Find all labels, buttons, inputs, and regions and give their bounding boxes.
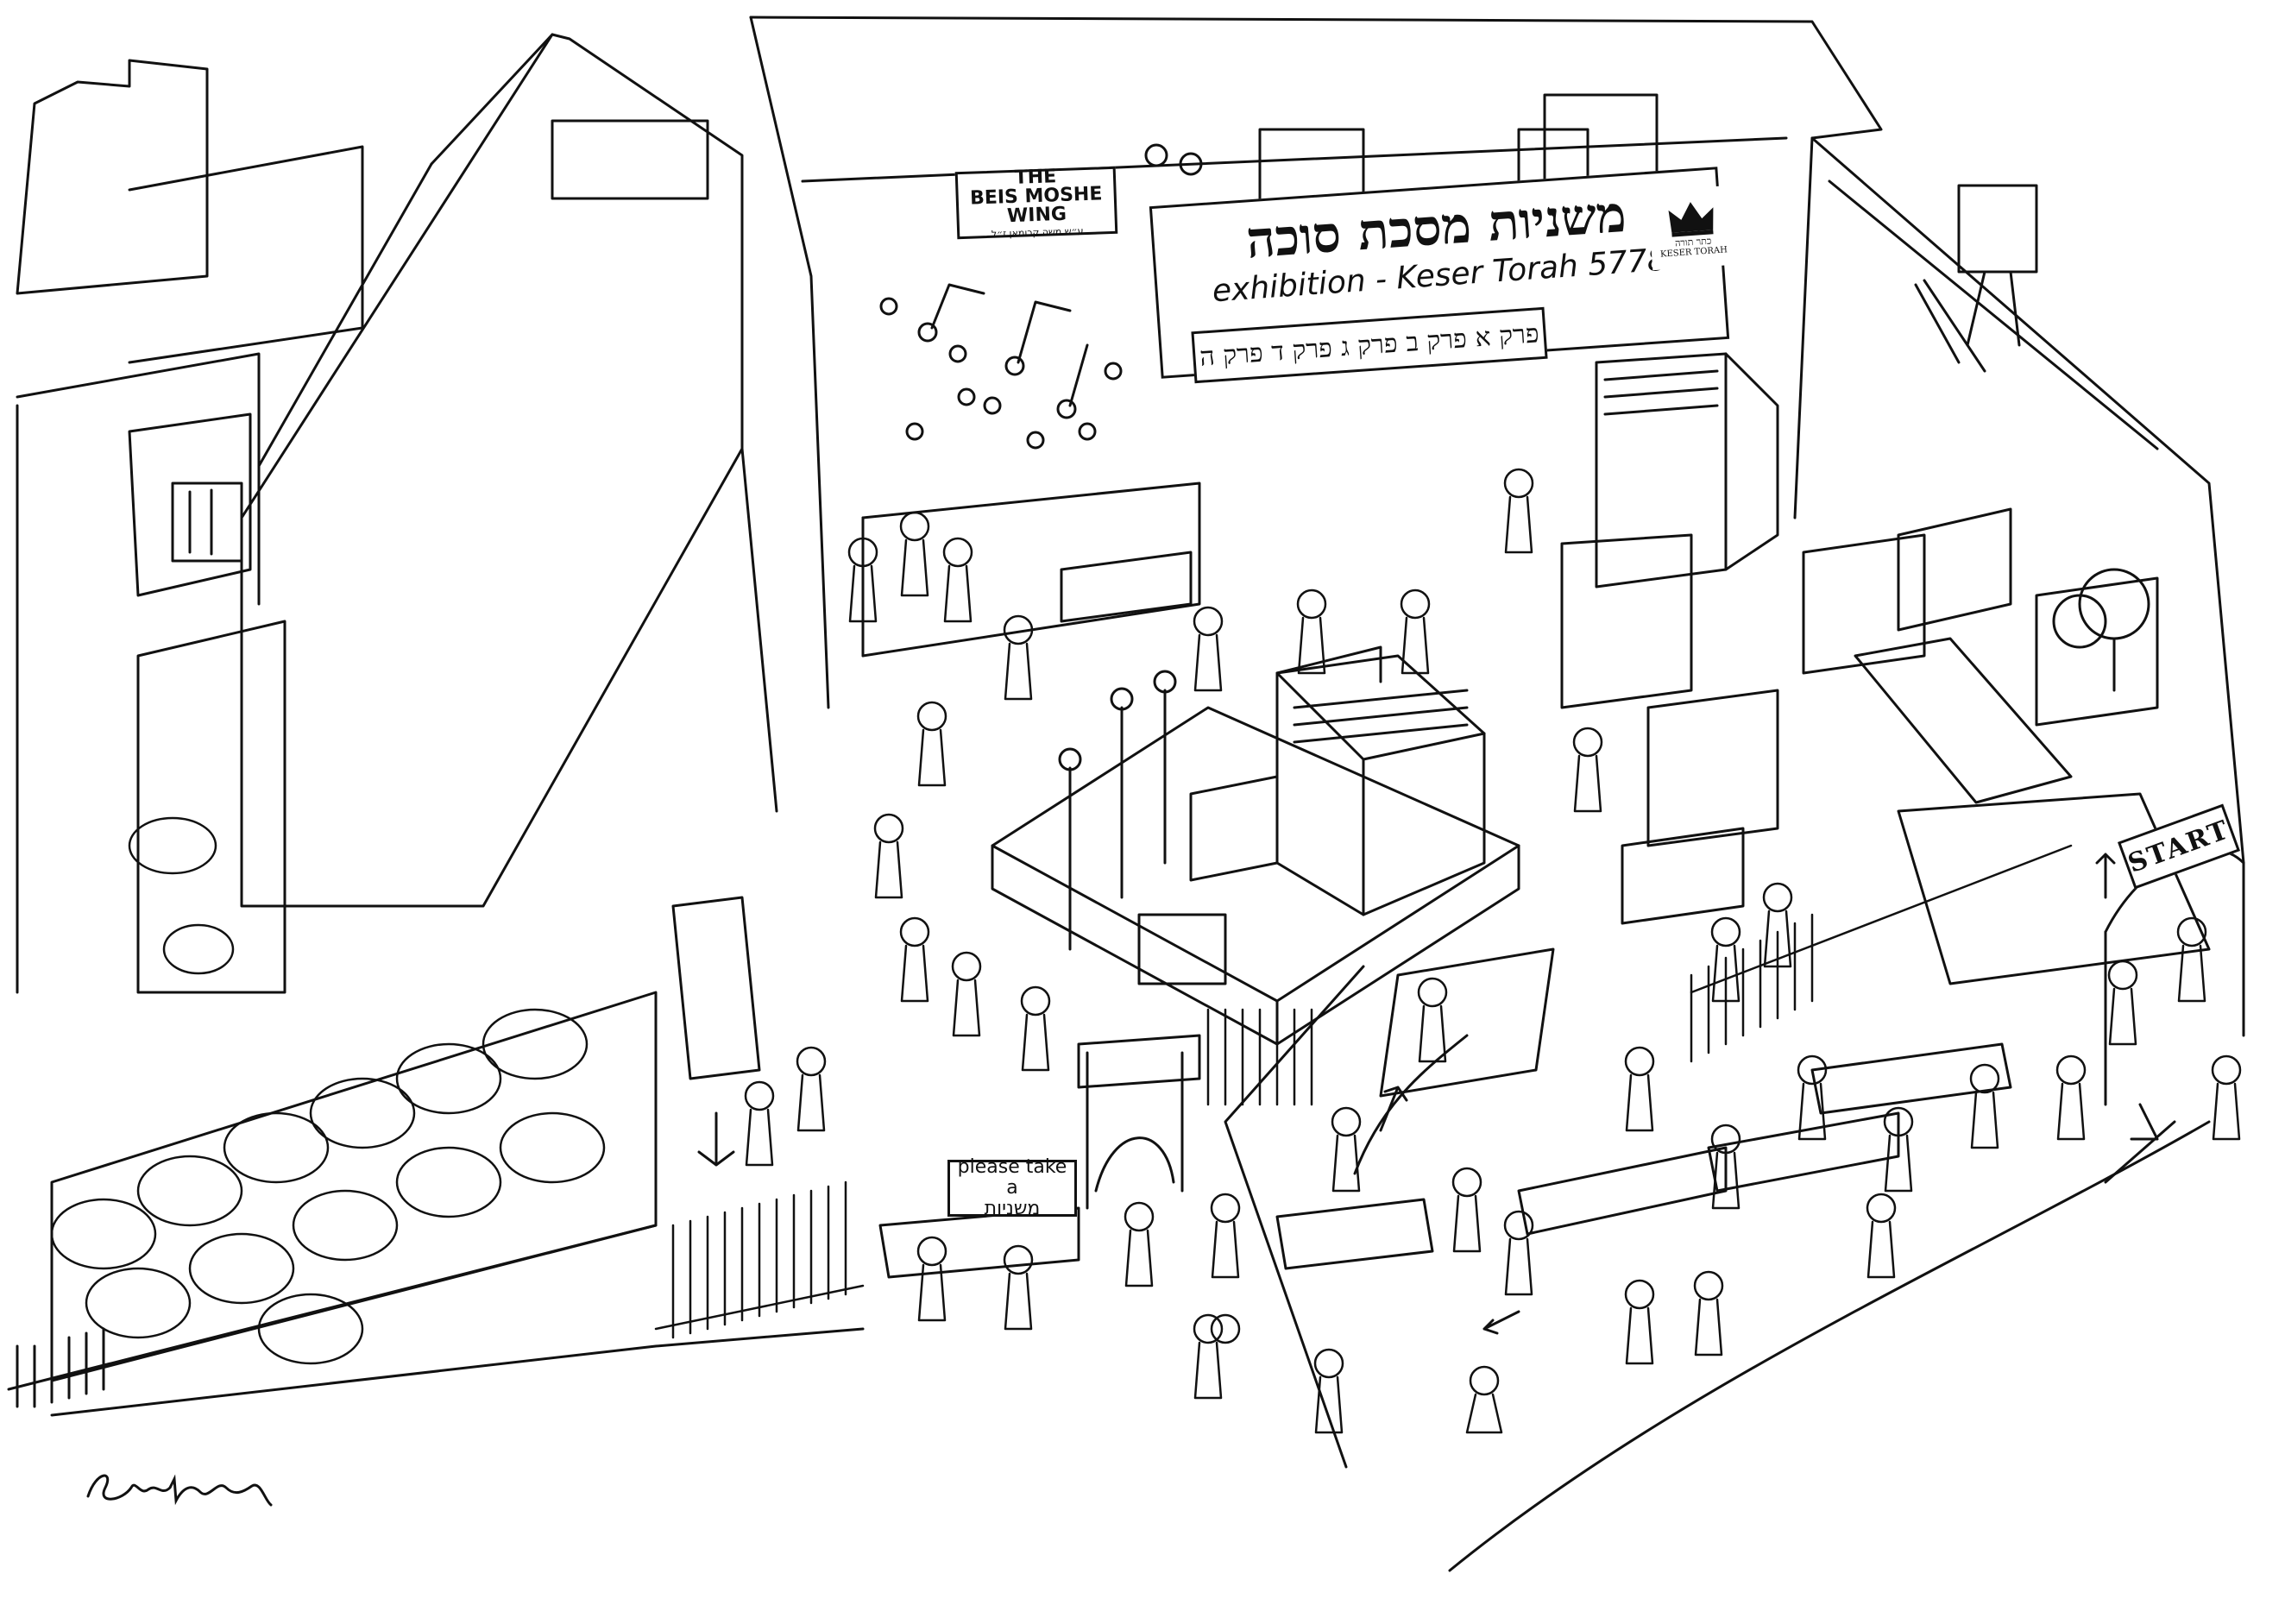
take-sign-line2: a [1006,1177,1018,1199]
chapter-label: פרק ב [1405,323,1468,358]
chapter-label: פרק ד [1270,332,1333,368]
background-buildings [16,33,778,994]
logo-english: KESER TORAH [1659,245,1728,260]
walkways [50,853,2211,1572]
temple-model [991,645,1520,1046]
keser-torah-logo: כתר תורה KESER TORAH [1646,185,1738,271]
start-gate [2104,847,2245,1106]
picket-fence [654,844,2073,1339]
right-sukkot-area [1560,136,2245,985]
chapter-label: פרק א [1474,318,1540,353]
crowd-figures [744,468,2242,1434]
chapter-label: פרק ג [1339,328,1399,362]
tables-and-booths [671,482,2012,1279]
beis-sign-line3: WING [1006,203,1067,227]
take-sign-line1: please take [957,1156,1067,1178]
beis-moshe-wing-sign: THE BEIS MOSHE WING ע״ש משה קרומאן ז״ל [954,166,1118,239]
entrance-gate [1077,1034,1201,1210]
crown-icon [1668,202,1714,237]
take-sign-line3: משניות [984,1198,1041,1219]
artist-signature [86,1474,273,1507]
chapter-label: פרק ה [1199,337,1264,373]
animal-pen [7,816,658,1408]
please-take-sign: please take a משניות [947,1156,1077,1219]
